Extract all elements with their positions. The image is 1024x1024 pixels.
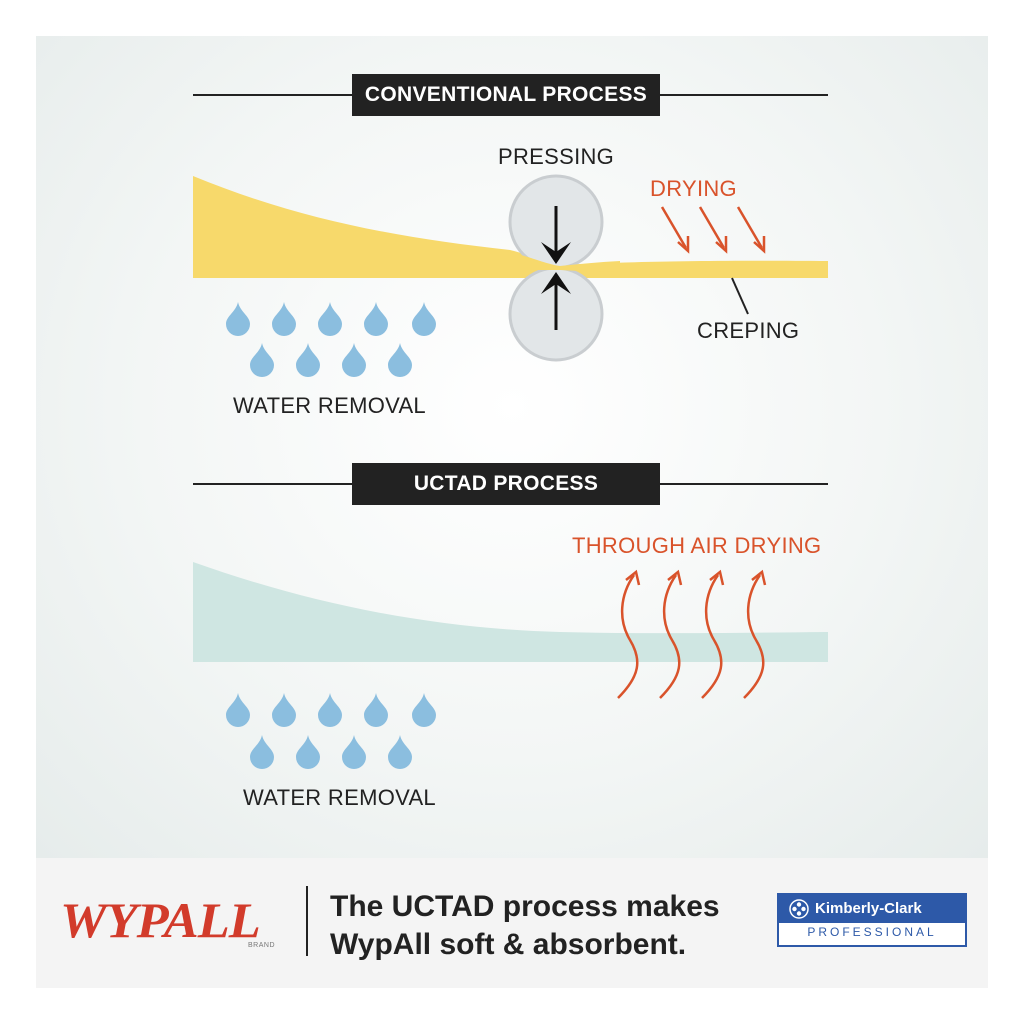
footer-tagline: The UCTAD process makes WypAll soft & ab… [330,888,720,964]
uctad-fiber-sheet [193,562,828,662]
water-drop-icon [318,693,342,727]
tagline-line-1: The UCTAD process makes [330,890,720,923]
down-arrow-icon [541,206,571,264]
drying-arrow-icon [660,206,766,254]
wypall-logo-text: WYPALL [60,892,261,948]
water-drop-icon [388,735,412,769]
wypall-brand-mark: BRAND [248,942,276,949]
water-drop-icon [412,693,436,727]
water-drop-icon [318,302,342,336]
wypall-logo: WYPALL BRAND [60,894,286,954]
heat-wave-arrow-icon [617,569,767,699]
kimberly-clark-logo: Kimberly-Clark PROFESSIONAL [777,893,967,947]
kimberly-clark-name-text: Kimberly-Clark [815,900,922,917]
water-drop-icon [364,693,388,727]
conventional-water-drops [226,302,436,377]
uctad-water-drops [226,693,436,769]
uctad-process-title: UCTAD PROCESS [352,463,660,505]
water-drop-icon [250,735,274,769]
water-drop-icon [342,735,366,769]
creping-label: CREPING [697,318,800,343]
kimberly-clark-professional: PROFESSIONAL [807,925,937,939]
water-drop-icon [388,343,412,377]
conventional-process-title: CONVENTIONAL PROCESS [352,74,660,116]
water-drop-icon [364,302,388,336]
footer-divider [306,886,308,956]
water-drop-icon [296,735,320,769]
conventional-water-removal-label: WATER REMOVAL [233,393,426,418]
water-drop-icon [342,343,366,377]
water-drop-icon [412,302,436,336]
diagram-panel [36,36,988,858]
water-drop-icon [272,302,296,336]
through-air-drying-label: THROUGH AIR DRYING [572,533,822,558]
water-drop-icon [296,343,320,377]
uctad-water-removal-label: WATER REMOVAL [243,785,436,810]
pressing-label: PRESSING [498,144,615,169]
water-drop-icon [272,693,296,727]
water-drop-icon [250,343,274,377]
tagline-line-2: WypAll soft & absorbent. [330,928,687,961]
conventional-fiber-nip [500,250,620,272]
drying-label: DRYING [650,176,737,201]
water-drop-icon [226,302,250,336]
kimberly-clark-name: Kimberly-Clark [779,895,965,923]
water-drop-icon [226,693,250,727]
creping-leader [731,277,749,315]
conventional-fiber-sheet [193,176,828,278]
up-arrow-icon [541,272,571,330]
kimberly-clark-flower-icon [789,899,809,919]
